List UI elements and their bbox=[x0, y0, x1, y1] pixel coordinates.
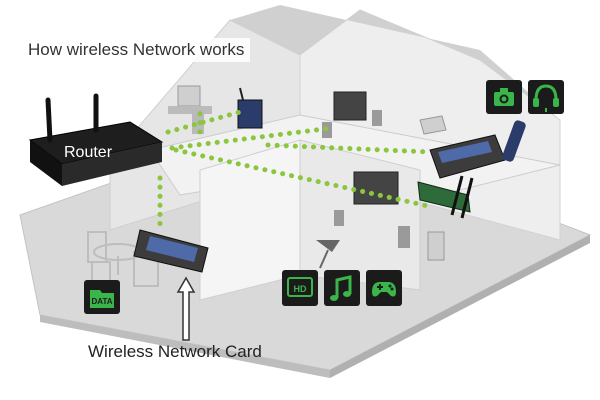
house-floor-edge-right bbox=[330, 235, 590, 378]
speaker-down-left bbox=[334, 210, 344, 226]
router-label: Router bbox=[64, 144, 113, 161]
router-side bbox=[62, 142, 162, 186]
signal-upstairs-card bbox=[265, 142, 433, 155]
speaker-down-right bbox=[398, 226, 410, 248]
signal-router-upstairs bbox=[165, 109, 243, 135]
pc-card-upstairs-label bbox=[438, 141, 492, 163]
wireless-signal-paths bbox=[157, 107, 433, 235]
pci-card bbox=[417, 181, 471, 213]
mobile-phone bbox=[502, 120, 526, 162]
wireless-card-label-text: Wireless Network Card bbox=[88, 342, 262, 361]
router-front bbox=[30, 140, 62, 186]
diagram-title: How wireless Network works bbox=[22, 38, 251, 62]
house-floor-edge bbox=[40, 315, 330, 378]
router-antenna-left bbox=[45, 97, 53, 143]
data-icon-text: DATA bbox=[91, 297, 112, 306]
hd-icon-text: HD bbox=[294, 284, 307, 294]
pci-antenna-2 bbox=[460, 177, 474, 219]
speaker-up-right bbox=[372, 110, 382, 126]
card-pointer-arrow bbox=[176, 276, 196, 341]
headset-icon bbox=[528, 80, 564, 114]
access-point bbox=[237, 99, 263, 129]
access-point-antenna bbox=[239, 87, 244, 101]
tv-downstairs bbox=[353, 171, 399, 205]
laptop bbox=[419, 115, 447, 135]
desktop-tower-down bbox=[427, 231, 445, 261]
camera-icon bbox=[486, 80, 522, 114]
hd-video-icon: HD bbox=[282, 270, 318, 306]
signal-upstairs-tv bbox=[169, 125, 335, 151]
pci-antenna-1 bbox=[450, 175, 464, 216]
desktop-computer bbox=[177, 85, 201, 107]
projector-leg bbox=[319, 249, 329, 269]
projector bbox=[316, 240, 340, 252]
wireless-card-label bbox=[146, 236, 198, 262]
computer-desk bbox=[168, 106, 212, 114]
music-note-icon bbox=[324, 270, 360, 306]
data-folder-icon: DATA bbox=[84, 280, 120, 314]
signal-downstairs bbox=[173, 147, 431, 209]
house-roof bbox=[230, 5, 560, 120]
tv-upstairs bbox=[333, 91, 367, 121]
gamepad-icon bbox=[366, 270, 402, 306]
